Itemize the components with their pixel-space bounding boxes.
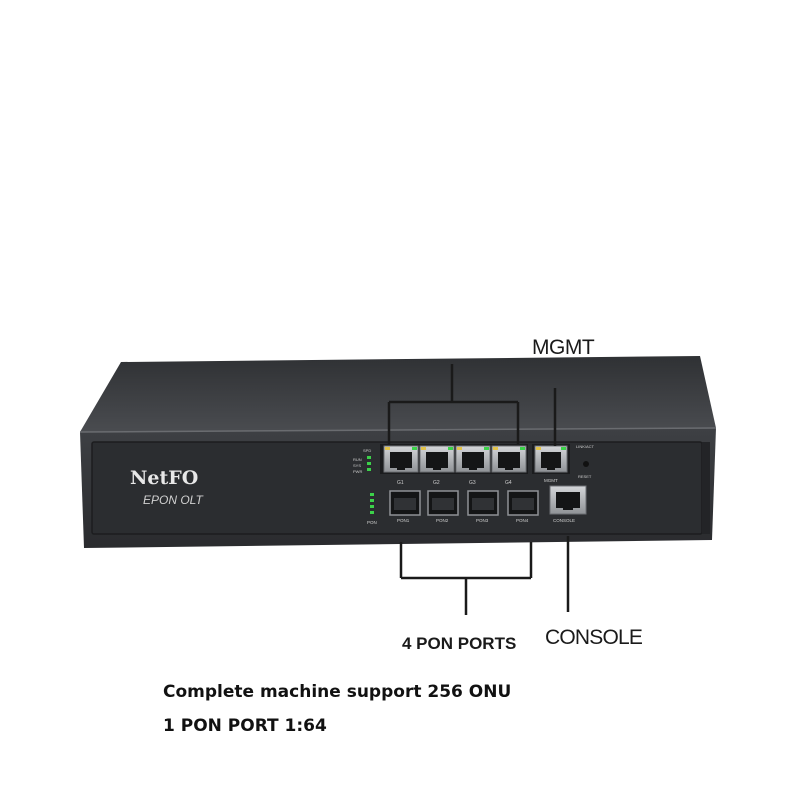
- ethernet-port-g4[interactable]: [491, 445, 527, 473]
- port-label: G3: [469, 480, 476, 486]
- reset-label: RESET: [578, 474, 592, 479]
- console-port[interactable]: [549, 485, 587, 515]
- pon-group-label: PON: [367, 520, 377, 525]
- mgmt-callout: MGMT: [532, 336, 595, 359]
- led-label: SYS: [353, 463, 361, 468]
- sfp-port-pon1[interactable]: [389, 490, 421, 516]
- port-label: G2: [433, 480, 440, 486]
- uplink-port-group: G1 G2 G3 G4: [380, 444, 528, 486]
- port-label: G4: [505, 480, 512, 486]
- pon-port-group: PON1 PON2 PON3 PON4: [389, 490, 539, 523]
- console-port-label: CONSOLE: [553, 518, 575, 523]
- reset-button[interactable]: [583, 461, 589, 467]
- caption-onu-support: Complete machine support 256 ONU: [163, 682, 512, 702]
- status-leds: SPD RUN SYS PWR: [353, 448, 371, 474]
- led-label: PWR: [353, 469, 362, 474]
- console-callout: CONSOLE: [545, 626, 643, 649]
- sfp-port-pon4[interactable]: [507, 490, 539, 516]
- brand-logo: NetFO: [130, 467, 198, 489]
- port-label: PON3: [476, 518, 489, 523]
- mgmt-port[interactable]: [532, 444, 570, 474]
- mgmt-port-label: MGMT: [544, 478, 558, 483]
- port-label: PON1: [397, 518, 410, 523]
- port-label: G1: [397, 480, 404, 486]
- led-label: SPD: [363, 448, 371, 453]
- ethernet-port-g3[interactable]: [455, 445, 491, 473]
- callout-lines: [387, 364, 570, 615]
- pon-leds: PON: [367, 493, 377, 525]
- ethernet-port-g1[interactable]: [383, 445, 419, 473]
- port-label: PON2: [436, 518, 449, 523]
- model-label: EPON OLT: [143, 493, 204, 507]
- link-act-label: LINK/ACT: [576, 444, 595, 449]
- port-label: PON4: [516, 518, 529, 523]
- caption-split-ratio: 1 PON PORT 1:64: [163, 716, 327, 736]
- chassis-top: [80, 356, 716, 432]
- sfp-port-pon2[interactable]: [427, 490, 459, 516]
- sfp-port-pon3[interactable]: [467, 490, 499, 516]
- led-label: RUN: [353, 457, 362, 462]
- ethernet-port-g2[interactable]: [419, 445, 455, 473]
- pon-ports-callout: 4 PON PORTS: [402, 634, 517, 653]
